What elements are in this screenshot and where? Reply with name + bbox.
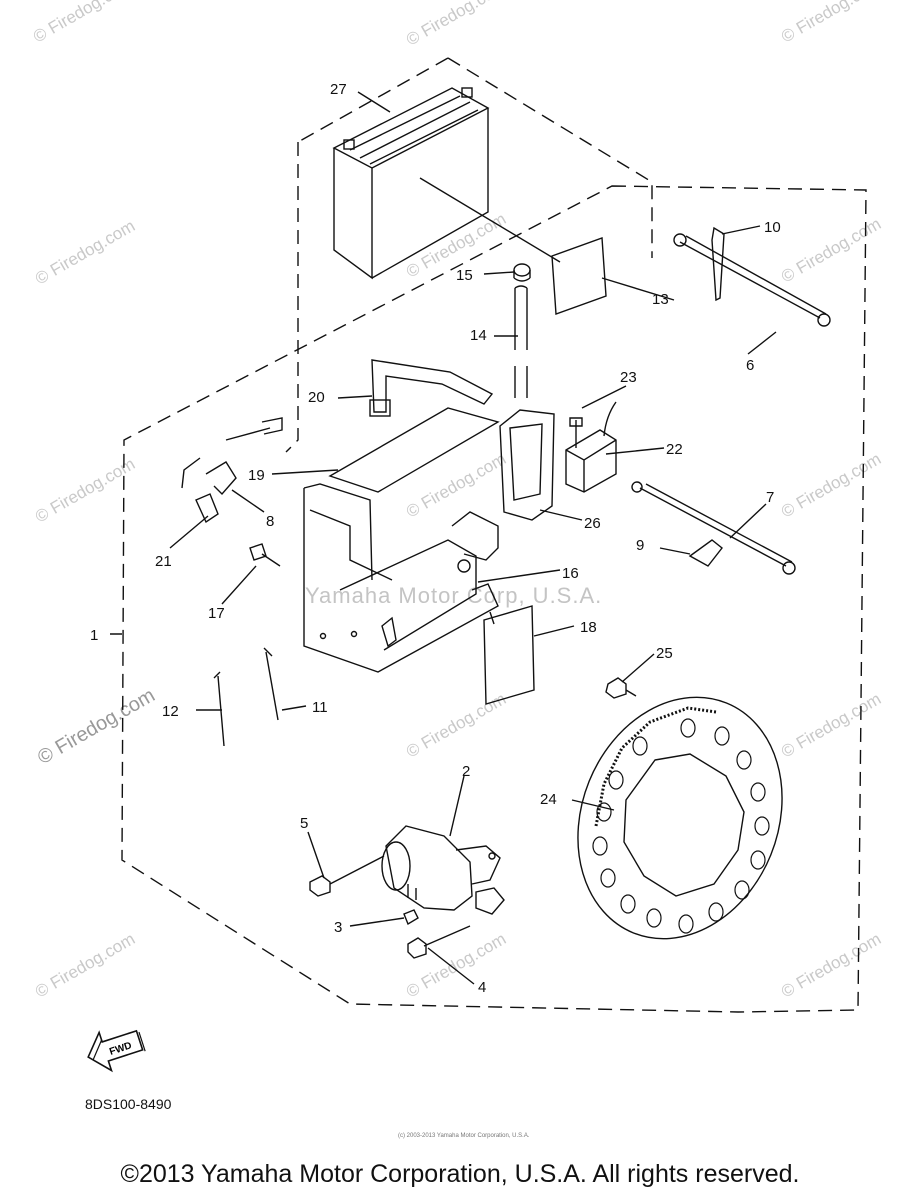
callout-23: 23	[620, 369, 637, 386]
callout-11: 11	[312, 699, 328, 716]
starter-relay	[565, 401, 617, 493]
band	[263, 647, 279, 721]
cable-holder	[688, 539, 723, 567]
bolt	[249, 543, 281, 567]
battery-group-outline	[285, 57, 653, 453]
fuse-holder	[181, 457, 219, 524]
battery-side-cover	[483, 605, 535, 705]
callout-26: 26	[584, 515, 601, 532]
callout-9: 9	[636, 537, 644, 554]
starter-bolt-short	[407, 925, 471, 959]
callout-6: 6	[746, 357, 754, 374]
callout-10: 10	[764, 219, 781, 236]
callout-14: 14	[470, 327, 487, 344]
callout-4: 4	[478, 979, 486, 996]
assembly-boundary	[121, 185, 867, 1013]
battery-pad	[551, 237, 607, 315]
relay-cover	[499, 409, 555, 521]
wire-clamp	[205, 461, 237, 496]
battery-cable-plus	[679, 235, 827, 319]
callout-8: 8	[266, 513, 274, 530]
center-watermark: Yamaha Motor Corp, U.S.A.	[305, 583, 603, 608]
callout-16: 16	[562, 565, 579, 582]
callout-25: 25	[656, 645, 673, 662]
battery-damper	[328, 407, 500, 493]
battery-case	[303, 483, 499, 673]
callout-12: 12	[162, 703, 179, 720]
callout-2: 2	[462, 763, 470, 780]
fwd-arrow-icon: FWD	[87, 1029, 146, 1073]
callout-20: 20	[308, 389, 325, 406]
battery-cable-minus	[639, 483, 793, 567]
callout-22: 22	[666, 441, 683, 458]
breather-tube	[514, 285, 528, 398]
callout-1: 1	[90, 627, 98, 644]
callout-15: 15	[456, 267, 473, 284]
starter-motor	[381, 825, 505, 915]
starter-gear	[577, 696, 783, 940]
callout-24: 24	[540, 791, 557, 808]
cable-tie	[213, 671, 225, 747]
small-copyright: (c) 2003-2013 Yamaha Motor Corporation, …	[398, 1133, 530, 1139]
battery	[332, 87, 561, 280]
callout-13: 13	[652, 291, 669, 308]
callout-18: 18	[580, 619, 597, 636]
washer	[403, 909, 419, 926]
callout-21: 21	[155, 553, 172, 570]
gear-bolt	[605, 677, 637, 699]
callout-5: 5	[300, 815, 308, 832]
diagram-code: 8DS100-8490	[85, 1096, 172, 1112]
starter-bolt-long	[309, 855, 385, 897]
battery-band	[371, 359, 494, 413]
callout-27: 27	[330, 81, 347, 98]
callout-3: 3	[334, 919, 342, 936]
callout-17: 17	[208, 605, 225, 622]
cap	[513, 263, 531, 277]
copyright-footer: ©2013 Yamaha Motor Corporation, U.S.A. A…	[120, 1160, 800, 1188]
callout-7: 7	[766, 489, 774, 506]
callout-numbers: 27 10 15 13 6 14 23 20 22 19 7 8 26 21 9…	[90, 81, 781, 996]
callout-19: 19	[248, 467, 265, 484]
